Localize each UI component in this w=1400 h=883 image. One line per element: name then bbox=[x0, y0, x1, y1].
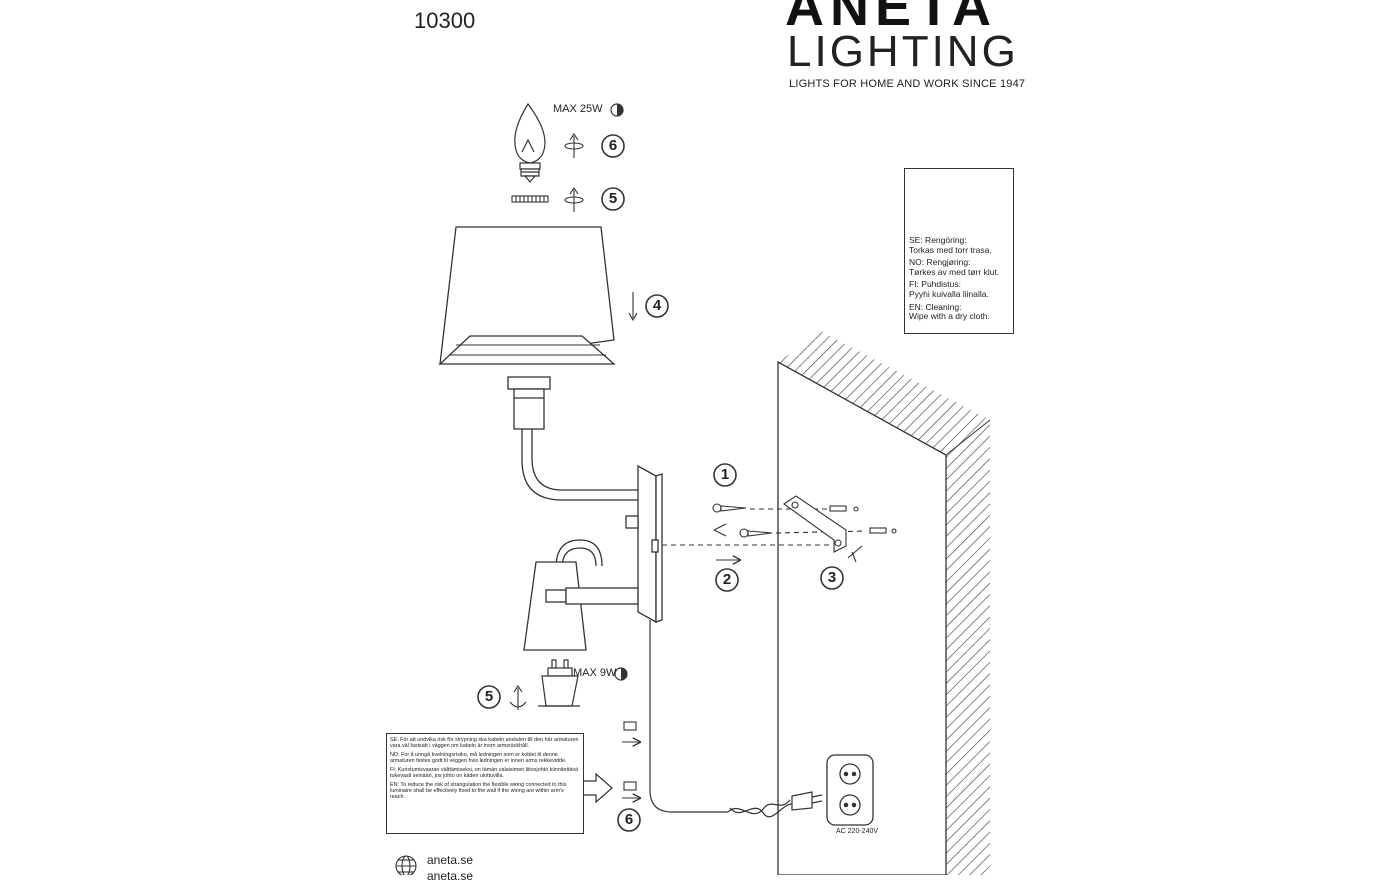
dimmable-icon bbox=[610, 103, 624, 117]
cleaning-fi-title: FI: Puhdistus: bbox=[909, 279, 961, 290]
dimmable-icon bbox=[614, 667, 628, 681]
lamp-holder bbox=[507, 376, 640, 501]
brand-tagline: LIGHTS FOR HOME AND WORK SINCE 1947 bbox=[789, 78, 1026, 90]
strangulation-warning-box bbox=[386, 733, 584, 834]
step-circle bbox=[820, 566, 844, 590]
power-cable bbox=[649, 620, 793, 818]
step-circle bbox=[617, 808, 641, 832]
step-2: 2 bbox=[722, 571, 732, 588]
step-5-top: 5 bbox=[608, 190, 618, 207]
step-circle bbox=[601, 187, 625, 211]
cleaning-instructions-box bbox=[904, 168, 1014, 334]
step-circle bbox=[713, 463, 737, 487]
warning-en: EN: To reduce the risk of strangulation … bbox=[390, 781, 567, 801]
step-6-bottom: 6 bbox=[624, 811, 634, 828]
strangulation-warning: SE: För att undvika risk för strypning s… bbox=[390, 737, 580, 803]
cleaning-en-text: Wipe with a dry cloth. bbox=[909, 311, 990, 322]
globe-icon bbox=[395, 855, 417, 875]
cleaning-se-text: Torkas med torr trasa. bbox=[909, 244, 992, 255]
brand-logo-lighting: LIGHTING bbox=[787, 27, 1019, 76]
max-wattage-spot: MAX 9W bbox=[573, 667, 617, 679]
voltage-label: AC 220-240V bbox=[836, 828, 879, 835]
rotate-icon bbox=[564, 187, 584, 212]
step-6-top: 6 bbox=[608, 137, 618, 154]
warning-fi: FI: Kuristumisvaaran välttämiseksi, on t… bbox=[390, 766, 579, 780]
warning-no: NO: For å unngå kvelningsrisiko, må ledn… bbox=[390, 751, 567, 765]
cleaning-no-title: NO: Rengjøring: bbox=[909, 257, 971, 268]
model-number: 10300 bbox=[414, 8, 476, 33]
mounting-hardware bbox=[662, 495, 897, 562]
wall-plate bbox=[625, 464, 663, 624]
rotate-icon bbox=[564, 133, 584, 158]
step-1: 1 bbox=[720, 466, 730, 483]
bulb-gu10-icon bbox=[538, 659, 580, 707]
power-socket-icon bbox=[826, 754, 874, 826]
step-3: 3 bbox=[827, 569, 837, 586]
cable-clip-icon bbox=[622, 721, 640, 798]
cleaning-no-text: Tørkes av med tørr klut. bbox=[909, 266, 1000, 277]
lamp-shade bbox=[438, 226, 616, 365]
brand-logo-aneta: ANETA bbox=[785, 0, 997, 37]
step-5-bottom: 5 bbox=[484, 688, 494, 705]
cleaning-se-title: SE: Rengöring: bbox=[909, 235, 967, 245]
callout-arrow bbox=[581, 772, 613, 804]
website-link-2[interactable]: aneta.se bbox=[427, 869, 474, 883]
down-arrow bbox=[628, 292, 638, 322]
website-link[interactable]: aneta.se bbox=[427, 853, 474, 867]
cleaning-fi-text: Pyyhi kuivalla liinalla. bbox=[909, 288, 989, 299]
cleaning-instructions: SE: Rengöring: Torkas med torr trasa. NO… bbox=[909, 235, 1013, 322]
plug-icon bbox=[791, 791, 823, 811]
lamp-ring bbox=[511, 195, 549, 203]
step-circle bbox=[715, 568, 739, 592]
rotate-icon bbox=[509, 685, 527, 710]
step-4: 4 bbox=[652, 297, 662, 314]
cleaning-en-title: EN: Cleaning: bbox=[909, 301, 962, 312]
step-circle bbox=[645, 294, 669, 318]
wall bbox=[777, 332, 991, 875]
step-circle bbox=[477, 685, 501, 709]
warning-se: SE: För att undvika risk för strypning s… bbox=[390, 737, 579, 750]
bulb-candle-icon bbox=[514, 102, 546, 183]
max-wattage-top: MAX 25W bbox=[553, 103, 603, 115]
spotlight bbox=[523, 539, 639, 651]
step-circle bbox=[601, 134, 625, 158]
